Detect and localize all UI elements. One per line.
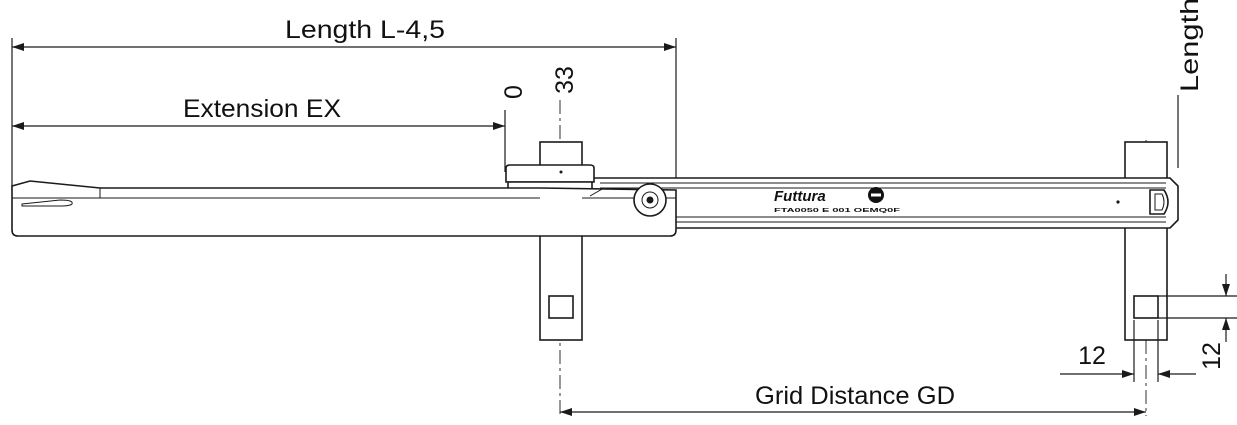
label-extension: Extension EX	[183, 95, 341, 123]
rail-runner: Futtura FTA0050 E 001 OEMQ0F	[589, 177, 1179, 229]
label-length-l: Length L	[1176, 0, 1204, 92]
inner-bar	[11, 180, 677, 237]
label-grid-distance: Grid Distance GD	[755, 382, 955, 410]
label-zero: 0	[500, 85, 528, 99]
dimension-length-l-minus: Length L-4,5	[11, 16, 677, 190]
label-twelve-horizontal: 12	[1078, 342, 1106, 370]
brand-fine-print: FTA0050 E 001 OEMQ0F	[774, 208, 900, 214]
dimension-extension: Extension EX	[12, 95, 506, 172]
label-twelve-vertical: 12	[1198, 342, 1226, 370]
dimension-twelve-horizontal: 12	[1060, 320, 1196, 382]
label-length-l-minus: Length L-4,5	[285, 16, 445, 44]
dimension-length-l: Length L	[1176, 0, 1204, 168]
dimension-twelve-vertical: 12	[1158, 274, 1237, 370]
dimension-grid-distance: Grid Distance GD	[560, 382, 1146, 416]
brand-logo: Futtura	[774, 188, 826, 205]
roller-wheel	[633, 183, 667, 217]
label-thirty-three: 33	[551, 66, 579, 94]
right-post	[1124, 141, 1168, 341]
